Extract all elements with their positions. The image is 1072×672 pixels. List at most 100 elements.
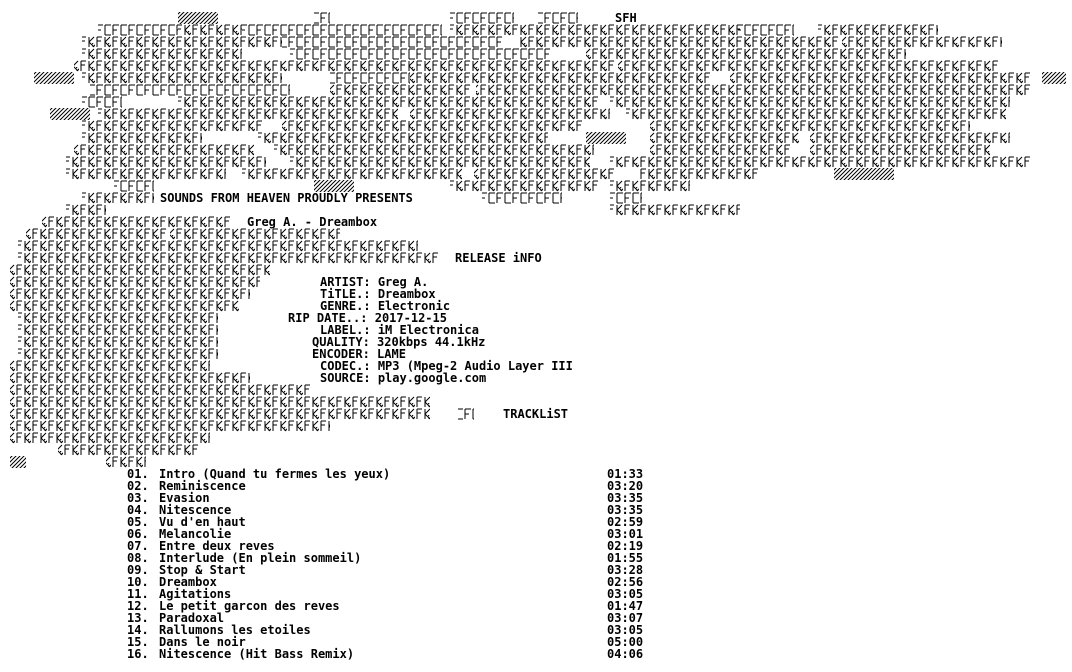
ascii-art-segment <box>610 96 1010 108</box>
track-number: 06. <box>127 527 149 541</box>
ascii-art-segment <box>458 408 474 420</box>
release-info-label: LABEL.: <box>320 323 371 337</box>
ascii-art-segment <box>640 168 760 180</box>
ascii-art-segment <box>474 168 614 180</box>
release-info-row: RIP DATE..: 2017-12-15 <box>288 312 447 324</box>
ascii-art-segment <box>738 24 794 36</box>
ascii-art-segment <box>178 96 378 108</box>
track-title: Agitations <box>159 587 232 601</box>
ascii-art-segment <box>610 204 740 216</box>
ascii-art-segment <box>82 96 122 108</box>
ascii-art-segment <box>66 204 106 216</box>
track-number: 10. <box>127 575 149 589</box>
ascii-art-segment <box>314 180 354 192</box>
release-info-row: CODEC.: MP3 (Mpeg-2 Audio Layer III <box>320 360 573 372</box>
ascii-art-segment <box>810 144 990 156</box>
ascii-art-segment <box>82 48 242 60</box>
ascii-art-segment <box>586 132 626 144</box>
release-title: Greg A. - Dreambox <box>247 215 378 229</box>
ascii-art-segment <box>178 12 218 24</box>
ascii-art-segment <box>114 180 154 192</box>
track-duration: 05:00 <box>607 635 644 649</box>
track-duration: 02:56 <box>607 575 644 589</box>
ascii-art-segment <box>330 72 410 84</box>
track-number: 09. <box>127 563 149 577</box>
ascii-art-segment <box>82 192 154 204</box>
ascii-art-segment <box>842 36 1002 48</box>
ascii-art-segment <box>274 60 614 72</box>
track-title: Dans le noir <box>159 635 246 649</box>
release-info-value: MP3 (Mpeg-2 Audio Layer III <box>377 359 573 373</box>
ascii-art-segment <box>610 192 642 204</box>
ascii-art-segment <box>58 444 198 456</box>
ascii-art-segment <box>610 72 710 84</box>
ascii-art-segment <box>42 216 232 228</box>
release-info-heading: RELEASE iNFO <box>455 251 542 265</box>
ascii-art-segment <box>730 72 1030 84</box>
ascii-art-segment <box>10 432 210 444</box>
track-title: Nitescence <box>159 503 232 517</box>
ascii-art-segment <box>18 336 218 348</box>
ascii-art-segment <box>82 120 262 132</box>
ascii-art-segment <box>18 240 418 252</box>
track-title: Le petit garcon des reves <box>159 599 340 613</box>
ascii-art-segment <box>650 120 970 132</box>
release-info-value: play.google.com <box>377 371 487 385</box>
track-number: 13. <box>127 611 149 625</box>
ascii-art-segment <box>242 24 442 36</box>
track-number: 08. <box>127 551 149 565</box>
track-duration: 03:35 <box>607 491 644 505</box>
track-number: 16. <box>127 647 149 661</box>
release-info-label: GENRE.: <box>320 299 371 313</box>
ascii-art-segment <box>650 144 790 156</box>
release-info-label: TiTLE.: <box>320 287 371 301</box>
release-info-row: GENRE.: Electronic <box>320 300 450 312</box>
ascii-art-segment <box>450 12 514 24</box>
track-title: Vu d'en haut <box>159 515 246 529</box>
tracklist-heading: TRACKLiST <box>503 407 569 421</box>
ascii-art-segment <box>610 24 740 36</box>
ascii-art-segment <box>378 96 598 108</box>
ascii-art-segment <box>706 48 906 60</box>
ascii-art-segment <box>518 36 838 48</box>
ascii-art-segment <box>314 12 330 24</box>
ascii-art-segment <box>626 108 1006 120</box>
presents-line: SOUNDS FROM HEAVEN PROUDLY PRESENTS <box>160 191 413 205</box>
ascii-art-segment <box>282 36 502 48</box>
ascii-art-segment <box>650 132 800 144</box>
ascii-art-segment <box>66 156 266 168</box>
release-info-row: ENCODER: LAME <box>312 348 406 360</box>
ascii-art-segment <box>538 12 578 24</box>
release-info-label: QUALITY: <box>312 335 370 349</box>
release-info-value: LAME <box>377 347 406 361</box>
track-duration: 03:05 <box>607 587 644 601</box>
ascii-art-segment <box>282 120 582 132</box>
track-title: Paradoxal <box>159 611 225 625</box>
ascii-art-segment <box>10 384 310 396</box>
ascii-art-segment <box>18 324 218 336</box>
ascii-art-segment <box>810 132 1010 144</box>
ascii-art-segment <box>18 312 218 324</box>
release-info-label: ENCODER: <box>312 347 370 361</box>
ascii-art-segment <box>258 132 548 144</box>
release-info-label: RIP DATE..: <box>288 311 368 325</box>
track-number: 01. <box>127 467 149 481</box>
release-info-value: 320kbps 44.1kHz <box>377 335 486 349</box>
ascii-art-segment <box>476 84 616 96</box>
ascii-art-segment <box>74 144 254 156</box>
ascii-art-segment <box>34 72 74 84</box>
ascii-art-segment <box>170 228 340 240</box>
ascii-art-segment <box>82 36 282 48</box>
ascii-art-segment <box>10 360 210 372</box>
release-info-row: LABEL.: iM Electronica <box>320 324 479 336</box>
ascii-art-segment <box>10 264 270 276</box>
ascii-art-segment <box>18 252 438 264</box>
track-duration: 03:07 <box>607 611 644 625</box>
track-number: 03. <box>127 491 149 505</box>
ascii-art-segment <box>610 84 1030 96</box>
release-info-value: iM Electronica <box>377 323 479 337</box>
ascii-art-segment <box>586 48 706 60</box>
ascii-art-segment <box>10 396 430 408</box>
ascii-art-segment <box>410 72 610 84</box>
